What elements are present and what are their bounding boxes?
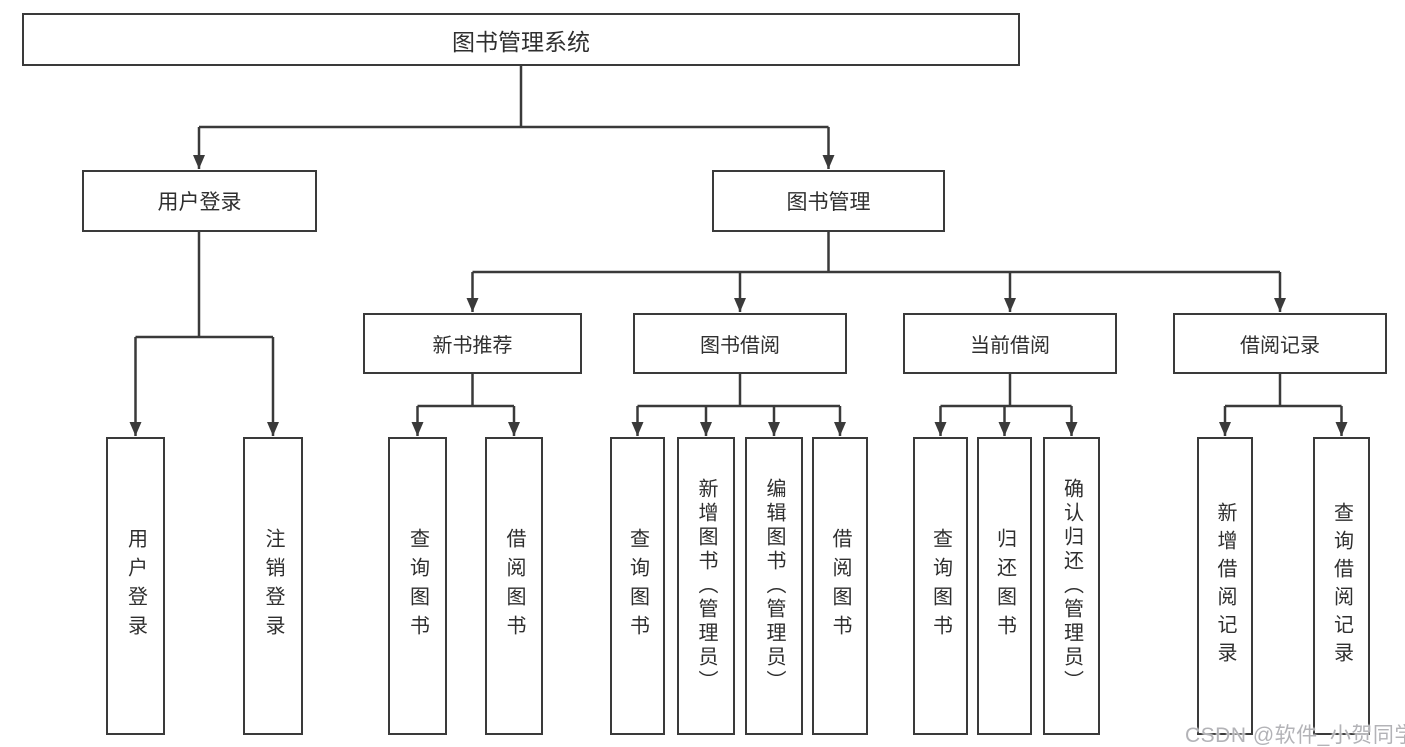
node-user-login: 用户登录	[82, 170, 317, 232]
node-label: 借阅图书	[503, 528, 525, 644]
node-label: 图书管理	[786, 191, 871, 214]
node-label: 归还图书	[993, 528, 1016, 644]
node-book-management: 图书管理	[712, 170, 945, 232]
leaf-user-login: 用户登录	[106, 437, 165, 735]
node-book-borrowing: 图书借阅	[633, 313, 847, 374]
node-label: 新增图书（管理员）	[695, 478, 717, 694]
leaf-query-borrow-record: 查询借阅记录	[1313, 437, 1370, 735]
leaf-add-borrow-record: 新增借阅记录	[1197, 437, 1253, 735]
leaf-edit-books-admin: 编辑图书（管理员）	[745, 437, 803, 735]
node-current-borrowing: 当前借阅	[903, 313, 1117, 374]
leaf-logout: 注销登录	[243, 437, 303, 735]
node-label: 注销登录	[262, 528, 284, 644]
node-library-management-system: 图书管理系统	[22, 13, 1020, 66]
node-label: 查询图书	[626, 528, 649, 644]
leaf-query-books-recommend: 查询图书	[388, 437, 447, 735]
node-label: 新增借阅记录	[1214, 502, 1236, 670]
node-new-book-recommend: 新书推荐	[363, 313, 582, 374]
node-label: 图书管理系统	[452, 28, 590, 55]
node-label: 查询图书	[929, 528, 952, 644]
node-borrowing-records: 借阅记录	[1173, 313, 1387, 374]
csdn-watermark: CSDN @软件_小贺同学	[1185, 724, 1405, 747]
leaf-borrow-books: 借阅图书	[812, 437, 868, 735]
node-label: 用户登录	[157, 191, 242, 214]
leaf-borrow-books-recommend: 借阅图书	[485, 437, 543, 735]
node-label: 当前借阅	[970, 335, 1050, 357]
leaf-confirm-return-admin: 确认归还（管理员）	[1043, 437, 1100, 735]
leaf-return-books: 归还图书	[977, 437, 1032, 735]
node-label: 编辑图书（管理员）	[763, 478, 785, 694]
leaf-query-books-borrowing: 查询图书	[610, 437, 665, 735]
node-label: 新书推荐	[432, 335, 513, 357]
node-label: 借阅记录	[1240, 335, 1320, 357]
node-label: 借阅图书	[829, 528, 851, 644]
node-label: 图书借阅	[700, 335, 780, 357]
node-label: 用户登录	[124, 528, 147, 644]
node-label: 查询借阅记录	[1330, 502, 1353, 670]
leaf-query-books-current: 查询图书	[913, 437, 968, 735]
leaf-add-books-admin: 新增图书（管理员）	[677, 437, 735, 735]
node-label: 查询图书	[406, 528, 429, 644]
node-label: 确认归还（管理员）	[1060, 478, 1083, 694]
